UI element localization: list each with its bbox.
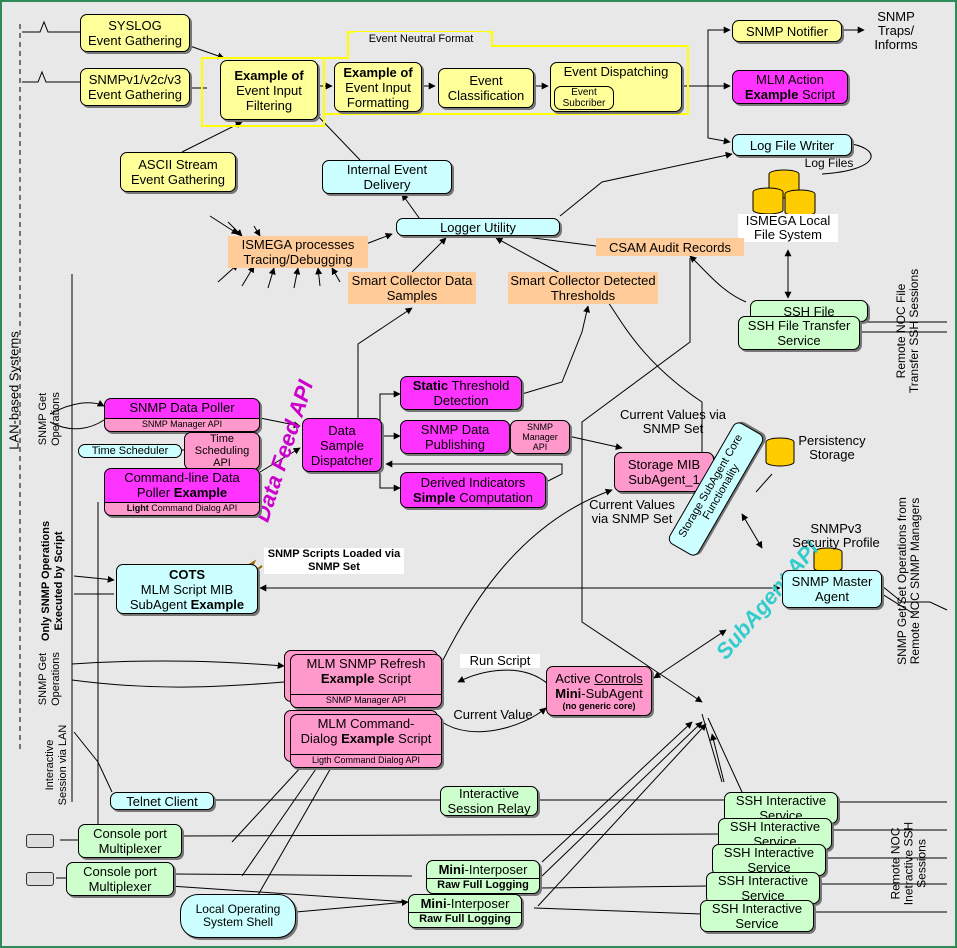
scripts-loaded-label: SNMP Scripts Loaded via SNMP Set — [264, 548, 404, 574]
file-system-icon — [752, 169, 816, 217]
data-sample-dispatcher: Data Sample Dispatcher — [302, 418, 382, 472]
mlm-cmd-dialog-script: MLM Command- Dialog Example Script Ligth… — [290, 714, 442, 768]
snmp-get-ops-label-1: SNMP Get Operations — [37, 392, 62, 446]
sc-detected-thresholds: Smart Collector Detected Thresholds — [508, 272, 658, 304]
snmp-traps-label: SNMP Traps/ Informs — [874, 9, 918, 52]
derived-indicators: Derived Indicators Simple Computation — [400, 472, 546, 508]
security-profile-label: SNMPv3 Security Profile — [792, 521, 880, 550]
current-values-label-1: Current Values via SNMP Set — [620, 407, 726, 436]
log-files-label: Log Files — [804, 156, 854, 170]
ssh-interactive-service-5: SSH Interactive Service — [700, 900, 814, 932]
mini-interposer-1: Mini-Interposer Raw Full Logging — [426, 860, 540, 894]
lan-systems-label: LAN-based Systems — [6, 331, 22, 450]
logger-utility: Logger Utility — [396, 218, 560, 236]
mlm-snmp-refresh-script: MLM SNMP Refresh Example Script SNMP Man… — [290, 654, 442, 708]
snmp-master-agent: SNMP Master Agent — [782, 570, 882, 608]
neutral-format-label: Event Neutral Format — [354, 32, 488, 46]
active-controls-subagent: Active Controls Mini-SubAgent (no generi… — [546, 666, 652, 716]
ismega-processes: ISMEGA processes Tracing/Debugging — [228, 236, 368, 268]
console-port-multiplexer-2: Console port Multiplexer — [66, 862, 174, 896]
run-script-label: Run Script — [460, 654, 540, 668]
interactive-session-relay: Interactive Session Relay — [440, 786, 538, 816]
sc-data-samples: Smart Collector Data Samples — [348, 272, 476, 304]
console-port-icon-1 — [26, 834, 54, 848]
mini-interposer-2: Mini-Interposer Raw Full Logging — [408, 894, 522, 928]
persistency-label: Persistency Storage — [798, 433, 866, 462]
only-snmp-ops-label: Only SNMP Operations Executed by Script — [40, 520, 65, 642]
static-threshold-detection: Static Threshold Detection — [400, 376, 522, 410]
mlm-action-script: MLM Action Example Script — [732, 70, 848, 104]
console-port-icon-2 — [26, 872, 54, 886]
local-os-shell: Local Operating System Shell — [180, 894, 296, 938]
local-fs-label: ISMEGA Local File System — [738, 214, 838, 242]
snmp-getset-label: SNMP Get/Set Operations from Remote NOC … — [895, 497, 922, 665]
console-port-multiplexer-1: Console port Multiplexer — [78, 824, 182, 858]
time-scheduler: Time Scheduler — [78, 444, 182, 458]
cots-mlm-script-mib: COTS MLM Script MIB SubAgent Example — [116, 564, 258, 614]
snmp-data-publishing: SNMP Data Publishing — [400, 420, 510, 454]
remote-noc-interactive-label: Remote NOC Inetractive SSH Sessions — [888, 821, 929, 906]
security-profile-icon — [813, 547, 843, 573]
snmp-data-poller: SNMP Data Poller SNMP Manager API — [104, 398, 260, 432]
persistency-storage-icon — [765, 437, 795, 467]
ssh-file-transfer-service: SSH File Transfer Service — [738, 316, 860, 350]
current-values-label-2: Current Values via SNMP Set — [589, 497, 675, 526]
remote-noc-file-label: Remote NOC File Transfer SSH Sessions — [894, 268, 921, 394]
snmp-get-ops-label-2: SNMP Get Operations — [37, 652, 62, 706]
log-file-writer: Log File Writer — [732, 134, 852, 156]
csam-audit-records: CSAM Audit Records — [596, 238, 744, 256]
snmp-notifier: SNMP Notifier — [732, 20, 842, 42]
event-subscriber: Event Subcriber — [554, 86, 614, 110]
cmdline-data-poller: Command-line Data Poller Example Light C… — [104, 468, 260, 516]
time-scheduling-api: Time Scheduling API — [184, 432, 260, 470]
telnet-client: Telnet Client — [110, 792, 214, 810]
ssh-interactive-service-3: SSH Interactive Service — [712, 844, 826, 876]
event-classification: Event Classification — [438, 68, 534, 108]
interactive-session-label: Interactive Session via LAN — [44, 724, 69, 806]
current-value-label: Current Value — [453, 707, 533, 722]
internal-event-delivery: Internal Event Delivery — [322, 160, 452, 194]
publishing-manager-api: SNMP Manager API — [510, 420, 570, 454]
